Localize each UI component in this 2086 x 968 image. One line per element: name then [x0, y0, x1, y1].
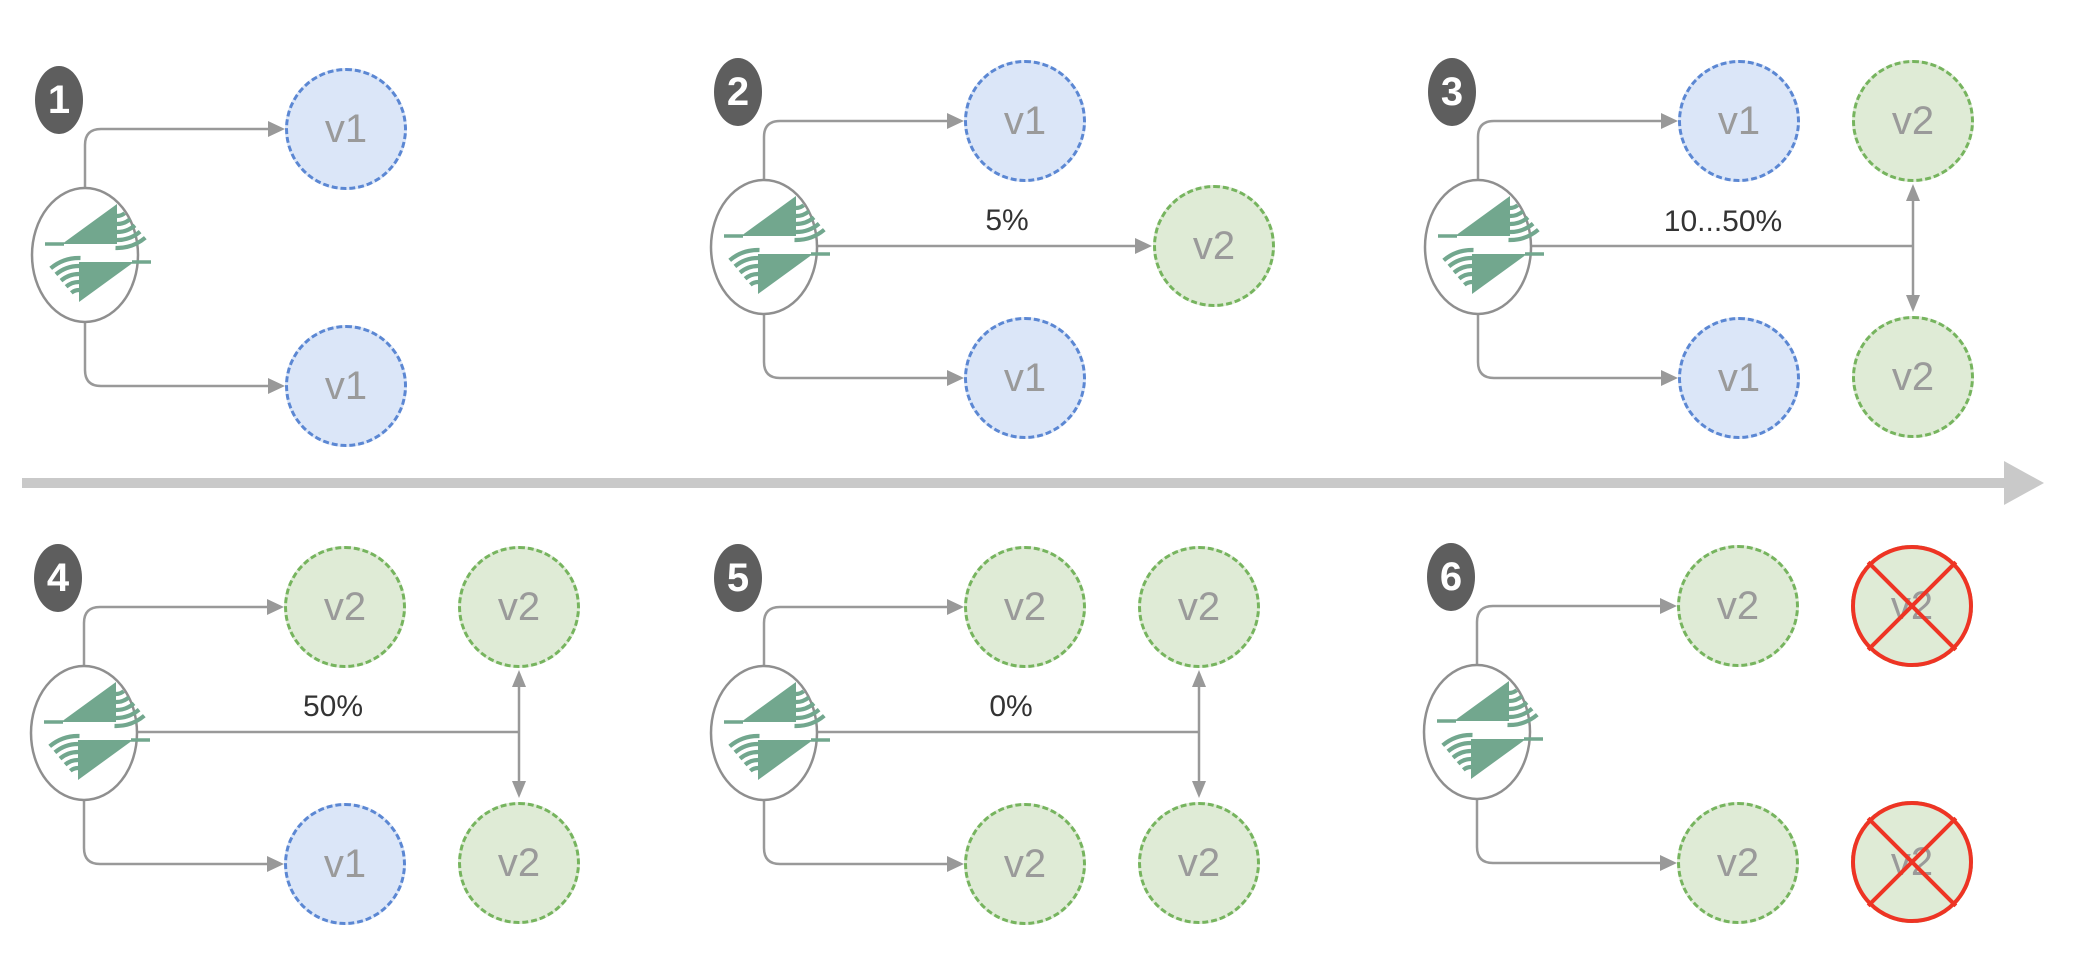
pod-v2-node: v2	[1138, 802, 1260, 924]
traffic-percentage-label: 10...50%	[1663, 205, 1783, 238]
pod-v2-node: v2	[458, 546, 580, 668]
pod-version-label: v2	[323, 584, 367, 629]
pod-version-label: v1	[323, 841, 367, 886]
terminated-ring-icon	[1851, 801, 1973, 923]
pod-version-label: v1	[1003, 98, 1047, 143]
traffic-router-icon	[711, 180, 830, 314]
stage-panel-3: 3 10...50% v1 v2 v1 v2	[1393, 0, 2053, 452]
stage-number-badge: 4	[34, 544, 82, 612]
stage-number-badge: 1	[35, 66, 83, 134]
pod-version-label: v1	[1717, 98, 1761, 143]
pod-version-label: v2	[1177, 840, 1221, 885]
traffic-percentage-label: 0%	[989, 690, 1033, 723]
pod-version-label: v1	[1003, 355, 1047, 400]
traffic-router-icon	[1425, 180, 1544, 314]
pod-v2-node: v2	[284, 546, 406, 668]
stage-number: 6	[1439, 554, 1463, 599]
pod-v2-node: v2	[964, 803, 1086, 925]
pod-version-label: v2	[1192, 223, 1236, 268]
stage-panel-2: 2 5% v1 v2 v1	[679, 0, 1339, 452]
pod-v1-node: v1	[284, 803, 406, 925]
stage-number: 3	[1440, 69, 1464, 114]
pod-v1-node: v1	[1678, 60, 1800, 182]
pod-v2-node: v2	[1852, 316, 1974, 438]
traffic-percentage-label: 50%	[302, 690, 364, 723]
pod-version-label: v2	[497, 584, 541, 629]
stage-number: 2	[726, 69, 750, 114]
pod-version-label: v1	[1717, 355, 1761, 400]
pod-version-label: v2	[1003, 841, 1047, 886]
timeline-arrowhead-icon	[2004, 461, 2044, 505]
pod-v1-node: v1	[964, 317, 1086, 439]
pod-v2-terminated-node: v2	[1851, 545, 1973, 667]
pod-v2-node: v2	[1138, 546, 1260, 668]
pod-version-label: v1	[324, 363, 368, 408]
pod-v2-canary-node: v2	[1153, 185, 1275, 307]
traffic-router-icon	[711, 666, 830, 800]
stage-panel-1: 1 v1 v1	[0, 0, 660, 460]
traffic-percentage-label: 5%	[985, 204, 1029, 237]
pod-version-label: v2	[1891, 354, 1935, 399]
traffic-router-icon	[31, 666, 150, 800]
pod-v2-node: v2	[1677, 545, 1799, 667]
stage-panel-6: 6 v2 v2 v2 v2	[1392, 477, 2052, 937]
pod-v2-node: v2	[458, 802, 580, 924]
pod-v1-node: v1	[285, 325, 407, 447]
stage-number-badge: 5	[714, 544, 762, 612]
traffic-router-icon	[32, 188, 151, 322]
stage-panel-5: 5 0% v2 v2 v2 v2	[679, 478, 1339, 938]
pod-v1-node: v1	[964, 60, 1086, 182]
pod-v2-terminated-node: v2	[1851, 801, 1973, 923]
stage-number-badge: 3	[1428, 58, 1476, 126]
pod-v1-node: v1	[1678, 317, 1800, 439]
timeline-arrow	[22, 478, 2006, 488]
traffic-router-icon	[1424, 665, 1543, 799]
pod-v2-node: v2	[1852, 60, 1974, 182]
pod-version-label: v1	[324, 106, 368, 151]
pod-version-label: v2	[1177, 584, 1221, 629]
stage-number: 5	[726, 555, 750, 600]
pod-v2-node: v2	[1677, 802, 1799, 924]
pod-version-label: v2	[1716, 840, 1760, 885]
pod-version-label: v2	[1003, 584, 1047, 629]
stage-number: 4	[46, 555, 70, 600]
pod-version-label: v2	[497, 840, 541, 885]
pod-version-label: v2	[1891, 98, 1935, 143]
stage-panel-4: 4 50% v2 v2 v1 v2	[0, 478, 659, 938]
pod-v1-node: v1	[285, 68, 407, 190]
stage-number-badge: 6	[1427, 543, 1475, 611]
stage-number-badge: 2	[714, 58, 762, 126]
terminated-ring-icon	[1851, 545, 1973, 667]
stage-number: 1	[47, 77, 71, 122]
pod-v2-node: v2	[964, 546, 1086, 668]
pod-version-label: v2	[1716, 583, 1760, 628]
